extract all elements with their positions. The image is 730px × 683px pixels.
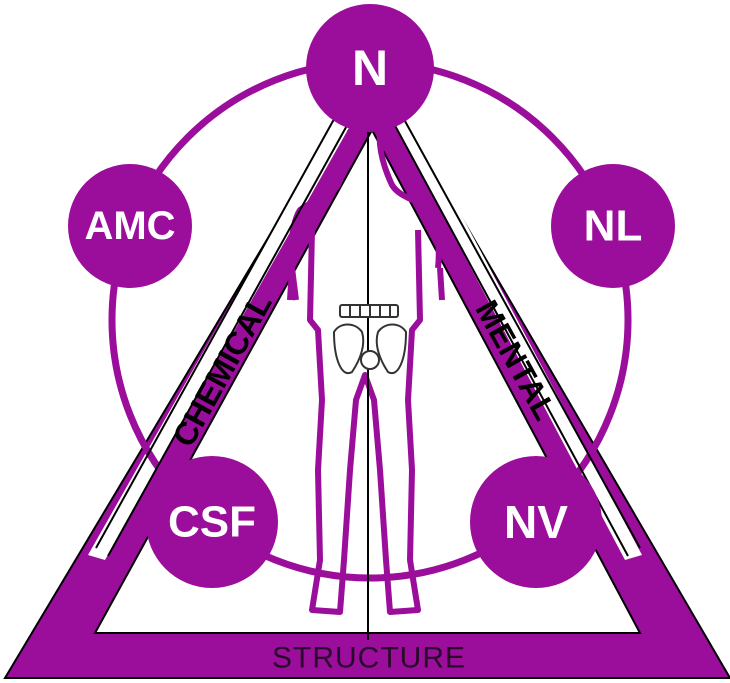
node-label-upper-left: AMC [84, 204, 175, 248]
node-label-top: N [352, 40, 388, 96]
node-upper-right: NL [551, 164, 675, 288]
node-top: N [306, 4, 434, 132]
node-lower-right: NV [470, 456, 602, 588]
node-upper-left: AMC [68, 164, 192, 288]
node-label-lower-right: NV [504, 496, 568, 548]
node-label-lower-left: CSF [168, 498, 256, 547]
node-lower-left: CSF [146, 456, 278, 588]
node-label-upper-right: NL [584, 202, 643, 251]
side-label-structure: STRUCTURE [272, 642, 466, 675]
